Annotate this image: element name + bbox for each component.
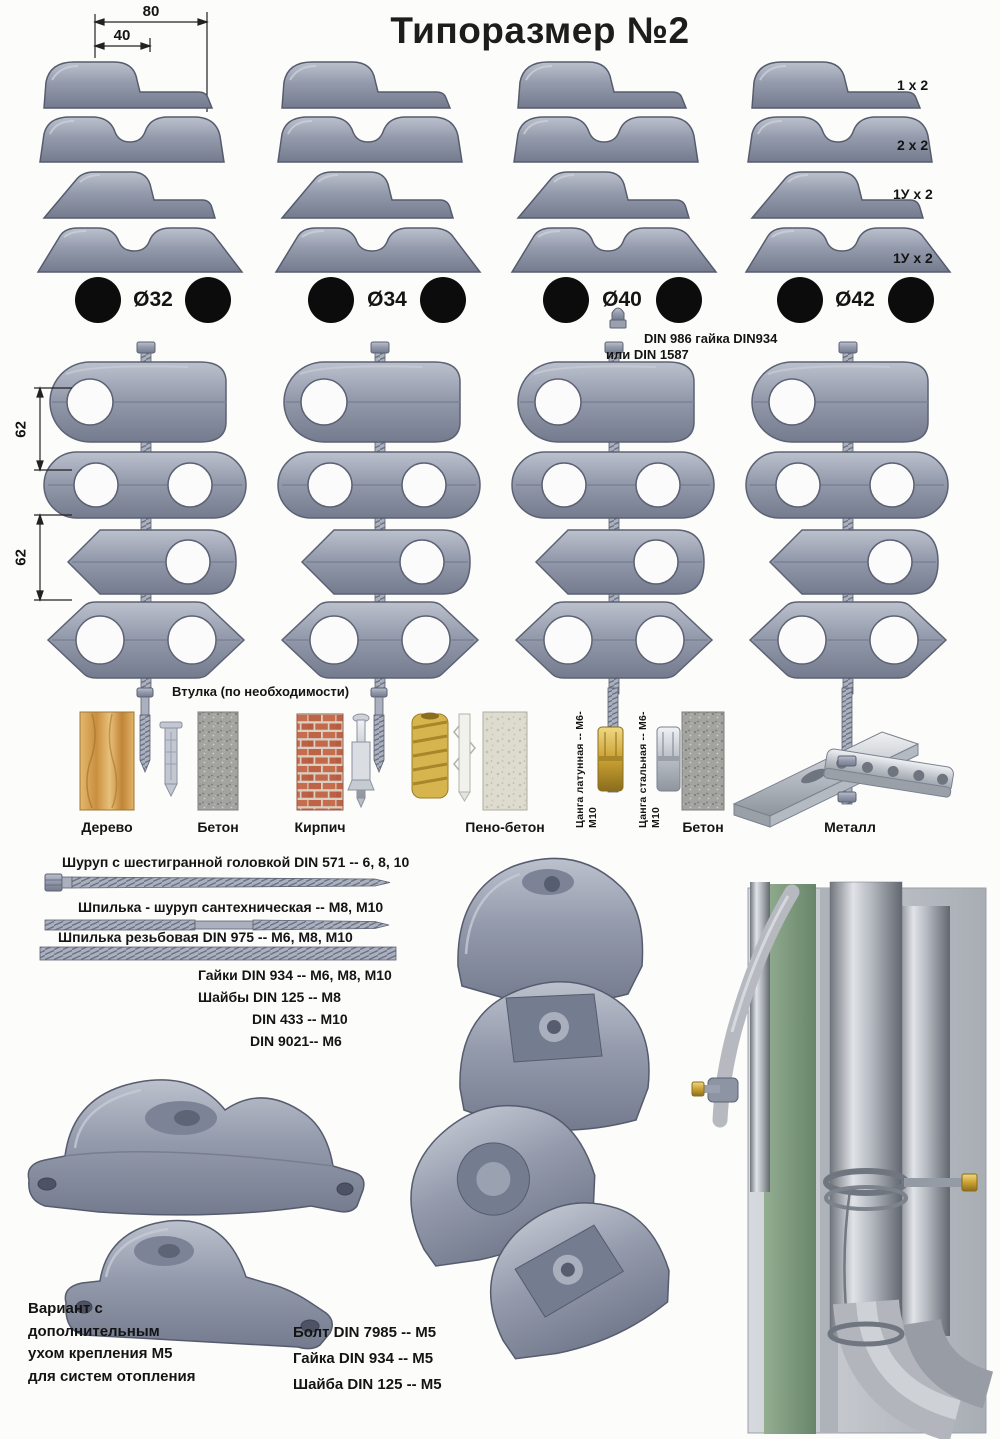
double-clamp-3d-render bbox=[27, 1079, 365, 1216]
fastener-washers-9021-label: DIN 9021-- М6 bbox=[250, 1033, 342, 1049]
variant-label-2x2: 2 х 2 bbox=[897, 137, 929, 153]
fastener-threaded-rod-label: Шпилька резьбовая DIN 975 -- М6, М8, М10 bbox=[58, 929, 353, 945]
brass-collet-label: Цанга латунная -- М6-М10 bbox=[574, 711, 600, 828]
wood-screw-below-column1 bbox=[136, 687, 154, 774]
dimension-62-top-label: 62 bbox=[12, 421, 30, 438]
heating-nut-label: Гайка DIN 934 -- М5 bbox=[293, 1350, 434, 1367]
material-label-metal: Металл bbox=[824, 819, 876, 835]
diameter-label-32: Ø32 bbox=[133, 288, 173, 311]
material-label-concrete2: Бетон bbox=[682, 819, 724, 835]
pipe-installation-render bbox=[691, 881, 994, 1439]
pipe-diameter-dots bbox=[75, 277, 934, 323]
clamp-profile-grid bbox=[37, 61, 951, 273]
wood-sample bbox=[79, 711, 135, 811]
fastener-nuts-label: Гайки DIN 934 -- М6, М8, М10 bbox=[198, 967, 392, 983]
spiral-dowel-icon bbox=[411, 712, 449, 799]
steel-collet-label: Цанга стальная -- М6-М10 bbox=[637, 711, 663, 828]
concrete-sample bbox=[197, 711, 239, 811]
fastener-washers-433-label: DIN 433 -- М10 bbox=[252, 1011, 348, 1027]
bushing-note: Втулка (по необходимости) bbox=[172, 684, 350, 699]
threaded-rod-icon bbox=[39, 946, 397, 961]
brick-sample bbox=[296, 713, 344, 811]
hanger-bolt-icon bbox=[44, 919, 390, 931]
material-label-concrete1: Бетон bbox=[197, 819, 239, 835]
concrete-sample-2 bbox=[681, 711, 725, 811]
diameter-label-40: Ø40 bbox=[602, 288, 642, 311]
frame-anchor-icon bbox=[347, 713, 375, 809]
steel-collet-icon bbox=[656, 726, 681, 792]
diameter-label-34: Ø34 bbox=[367, 288, 407, 311]
hex-head-screw-icon bbox=[44, 873, 391, 892]
dimension-lines-top bbox=[93, 12, 209, 112]
dimension-80-label: 80 bbox=[142, 3, 160, 20]
metal-profile-icons bbox=[732, 731, 954, 828]
clamp-half-top-render bbox=[457, 857, 644, 1004]
clamp-pair-open-render bbox=[410, 1104, 670, 1360]
material-label-wood: Дерево bbox=[81, 819, 133, 835]
nylon-dowel-icon bbox=[159, 721, 183, 798]
clamp-half-inner-render bbox=[459, 981, 650, 1131]
brass-collet-icon bbox=[597, 726, 624, 792]
dimension-62-bottom-label: 62 bbox=[12, 549, 30, 566]
dimension-40-label: 40 bbox=[113, 27, 131, 44]
variant-label-1x2: 1 х 2 bbox=[897, 77, 929, 93]
fastener-hex-screw-label: Шуруп с шестигранной головкой DIN 571 --… bbox=[62, 854, 410, 870]
heating-washer-label: Шайба DIN 125 -- М5 bbox=[293, 1376, 442, 1393]
cap-nut-icon bbox=[609, 307, 627, 329]
diameter-label-42: Ø42 bbox=[835, 288, 875, 311]
din-note-line1: DIN 986 гайка DIN934 bbox=[644, 331, 778, 346]
fastener-washers-125-label: Шайбы DIN 125 -- М8 bbox=[198, 989, 341, 1005]
variant-label-1u-x2-a: 1У х 2 bbox=[893, 186, 933, 202]
variant-label-1u-x2-b: 1У х 2 bbox=[893, 250, 933, 266]
threaded-rod-below-column4 bbox=[841, 687, 853, 805]
foam-concrete-sample bbox=[482, 711, 528, 811]
heating-bolt-label: Болт DIN 7985 -- М5 bbox=[293, 1324, 437, 1341]
wood-screw-below-column2 bbox=[370, 687, 388, 774]
assembled-clamp-stacks bbox=[43, 341, 949, 695]
nut-on-rod-column4-lower bbox=[837, 791, 857, 803]
heating-variant-note: Вариант с дополнительным ухом крепления … bbox=[28, 1300, 196, 1385]
nut-on-rod-column4 bbox=[837, 755, 857, 767]
material-label-foam: Пено-бетон bbox=[465, 819, 545, 835]
page-title: Типоразмер №2 bbox=[390, 10, 690, 51]
material-label-brick: Кирпич bbox=[294, 819, 346, 835]
single-clamp-with-ear-3d-render bbox=[64, 1219, 333, 1350]
dimension-lines-62 bbox=[34, 386, 72, 602]
white-anchor-icon bbox=[453, 713, 476, 802]
fastener-hanger-bolt-label: Шпилька - шуруп сантехническая -- М8, М1… bbox=[78, 899, 384, 915]
din-note-line2: или DIN 1587 bbox=[606, 347, 689, 362]
